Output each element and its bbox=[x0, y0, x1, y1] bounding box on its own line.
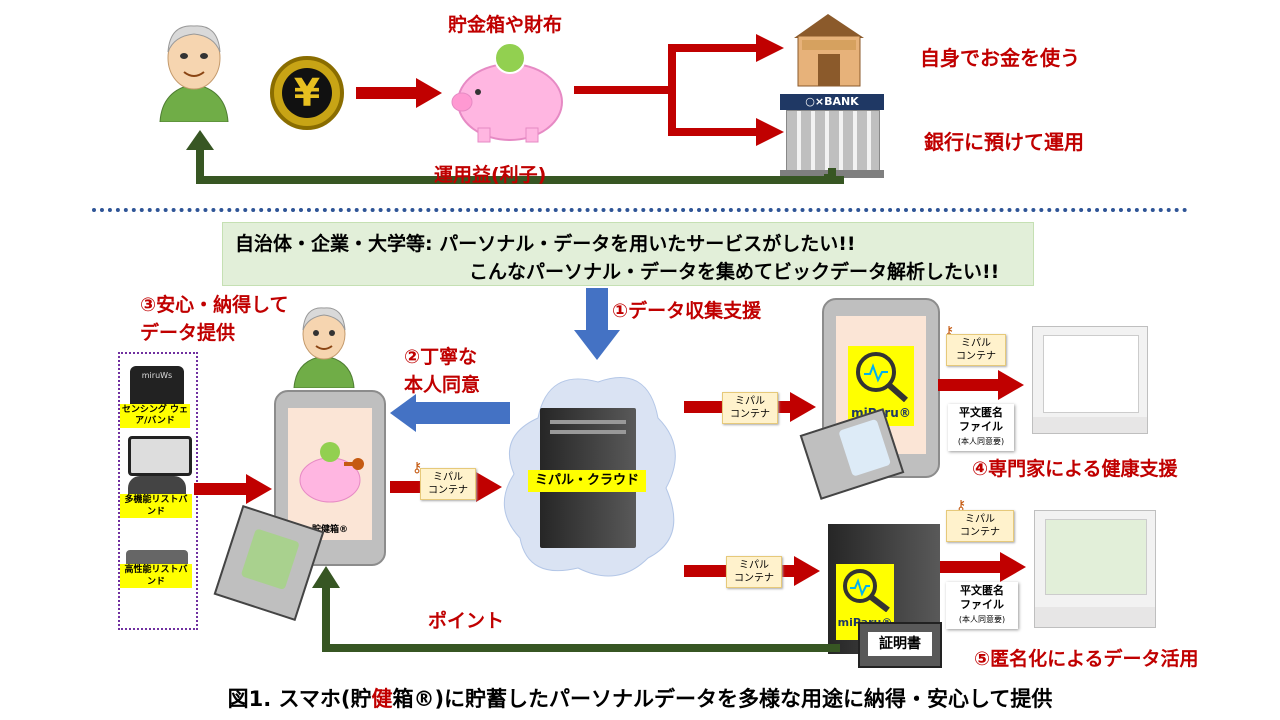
point-label: ポイント bbox=[428, 610, 505, 632]
wearable-devices-panel: miruWs センシング ウェア/バンド 多機能リストバンド 高性能リストバンド bbox=[118, 352, 198, 630]
file-note-1-line2: ファイル bbox=[959, 420, 1003, 433]
file-note-2-box: 平文匿名 ファイル (本人同意要) bbox=[946, 582, 1018, 629]
container-note-4: ミパル コンテナ bbox=[946, 334, 1006, 366]
container-note-4-line1: ミパル bbox=[961, 338, 991, 349]
container-note-3: ミパル コンテナ bbox=[726, 556, 782, 588]
step2-label-1: ②丁寧な bbox=[404, 346, 478, 368]
elderly-man-icon bbox=[159, 25, 229, 122]
certificate-icon: 証明書 bbox=[858, 622, 942, 668]
step3-label-1: ③安心・納得して bbox=[140, 294, 289, 316]
request-banner: 自治体・企業・大学等: パーソナル・データを用いたサービスがしたい!! こんなパ… bbox=[222, 222, 1034, 286]
certificate-label: 証明書 bbox=[868, 632, 932, 656]
yen-coin-icon: ¥ bbox=[270, 56, 344, 130]
file-note-1: 平文匿名 ファイル (本人同意要) bbox=[948, 404, 1014, 451]
figure-caption: 図1. スマホ(貯健箱®)に貯蓄したパーソナルデータを多様な用途に納得・安心して… bbox=[0, 683, 1280, 713]
spend-label: 自身でお金を使う bbox=[920, 46, 1080, 70]
device-to-phone-arrow bbox=[194, 474, 272, 504]
magnifier-icon-2 bbox=[843, 569, 890, 613]
branch-arrows bbox=[574, 34, 784, 146]
container-note-3-line2: コンテナ bbox=[734, 573, 774, 584]
key-icon: ⚷ bbox=[412, 460, 423, 476]
device1-label: センシング ウェア/バンド bbox=[120, 404, 190, 428]
file-note-1-box: 平文匿名 ファイル (本人同意要) bbox=[948, 404, 1014, 451]
shop-icon bbox=[794, 14, 864, 87]
container-note-1-line1: ミパル bbox=[433, 472, 463, 483]
file-note-2: 平文匿名 ファイル (本人同意要) bbox=[946, 582, 1018, 629]
step1-label: ①データ収集支援 bbox=[612, 300, 762, 322]
expert-output-arrow bbox=[938, 370, 1024, 400]
miparu-reg-1: ® bbox=[898, 406, 911, 420]
health-monitor-icon bbox=[1032, 326, 1148, 434]
consent-arrow bbox=[390, 394, 510, 432]
magnifier-icon bbox=[856, 352, 908, 403]
map-monitor-icon bbox=[1034, 510, 1156, 628]
container-note-1: ミパル コンテナ bbox=[420, 468, 476, 500]
caption-suffix: 箱®)に貯蓄したパーソナルデータを多様な用途に納得・安心して提供 bbox=[392, 687, 1053, 711]
yen-symbol: ¥ bbox=[282, 68, 332, 118]
caption-prefix: 図1. スマホ(貯 bbox=[227, 687, 372, 711]
container-note-5: ミパル コンテナ bbox=[946, 510, 1014, 542]
step5-label: ⑤匿名化によるデータ活用 bbox=[974, 648, 1199, 670]
container-note-3-line1: ミパル bbox=[739, 560, 769, 571]
banner-line-2: こんなパーソナル・データを集めてビックデータ解析したい!! bbox=[469, 261, 1000, 283]
container-note-4-line2: コンテナ bbox=[956, 351, 996, 362]
piggy-bank-key-icon bbox=[299, 442, 364, 503]
interest-return-arrow bbox=[186, 130, 844, 184]
device1-brand: miruWs bbox=[141, 371, 173, 380]
file-note-2-line2: ファイル bbox=[960, 598, 1004, 611]
banner-line-1: 自治体・企業・大学等: パーソナル・データを用いたサービスがしたい!! bbox=[235, 233, 856, 255]
step4-label: ④専門家による健康支援 bbox=[972, 458, 1178, 480]
step3-label-2: データ提供 bbox=[140, 322, 236, 344]
container-note-2-line1: ミパル bbox=[735, 396, 765, 407]
file-note-2-line1: 平文匿名 bbox=[960, 584, 1004, 597]
arrow-coin-to-piggy bbox=[356, 78, 442, 108]
elderly-man-small-icon bbox=[293, 307, 355, 388]
band-icon bbox=[128, 436, 192, 476]
device3-label: 高性能リストバンド bbox=[120, 564, 192, 588]
piggy-bank-icon bbox=[451, 42, 563, 143]
container-note-5-line1: ミパル bbox=[965, 514, 995, 525]
file-note-1-line3: (本人同意要) bbox=[957, 437, 1005, 446]
step2-label-2: 本人同意 bbox=[404, 374, 481, 396]
cloud-label: ミパル・クラウド bbox=[528, 470, 646, 492]
key-icon-2: ⚷ bbox=[944, 324, 955, 340]
bank-label: 銀行に預けて運用 bbox=[924, 130, 1084, 154]
file-note-1-line1: 平文匿名 bbox=[959, 406, 1003, 419]
key-icon-3: ⚷ bbox=[956, 498, 967, 514]
point-return-arrow bbox=[312, 566, 840, 652]
phone-screen: 貯健箱® bbox=[288, 408, 372, 540]
container-note-1-line2: コンテナ bbox=[428, 485, 468, 496]
anon-output-arrow bbox=[940, 552, 1026, 582]
section-divider bbox=[92, 208, 1188, 212]
container-note-5-line2: コンテナ bbox=[960, 527, 1000, 538]
bank-icon: ○×BANK bbox=[780, 94, 884, 178]
interest-label: 運用益(利子) bbox=[434, 164, 547, 186]
caption-highlight: 健 bbox=[371, 687, 393, 711]
piggy-bank-label: 貯金箱や財布 bbox=[448, 14, 563, 36]
data-collection-arrow bbox=[574, 288, 620, 360]
app-name: 貯健箱® bbox=[311, 525, 348, 535]
container-note-2-line2: コンテナ bbox=[730, 409, 770, 420]
device2-label: 多機能リストバンド bbox=[120, 494, 192, 518]
container-note-2: ミパル コンテナ bbox=[722, 392, 778, 424]
bank-sign: ○×BANK bbox=[780, 94, 884, 110]
file-note-2-line3: (本人同意要) bbox=[958, 615, 1006, 624]
